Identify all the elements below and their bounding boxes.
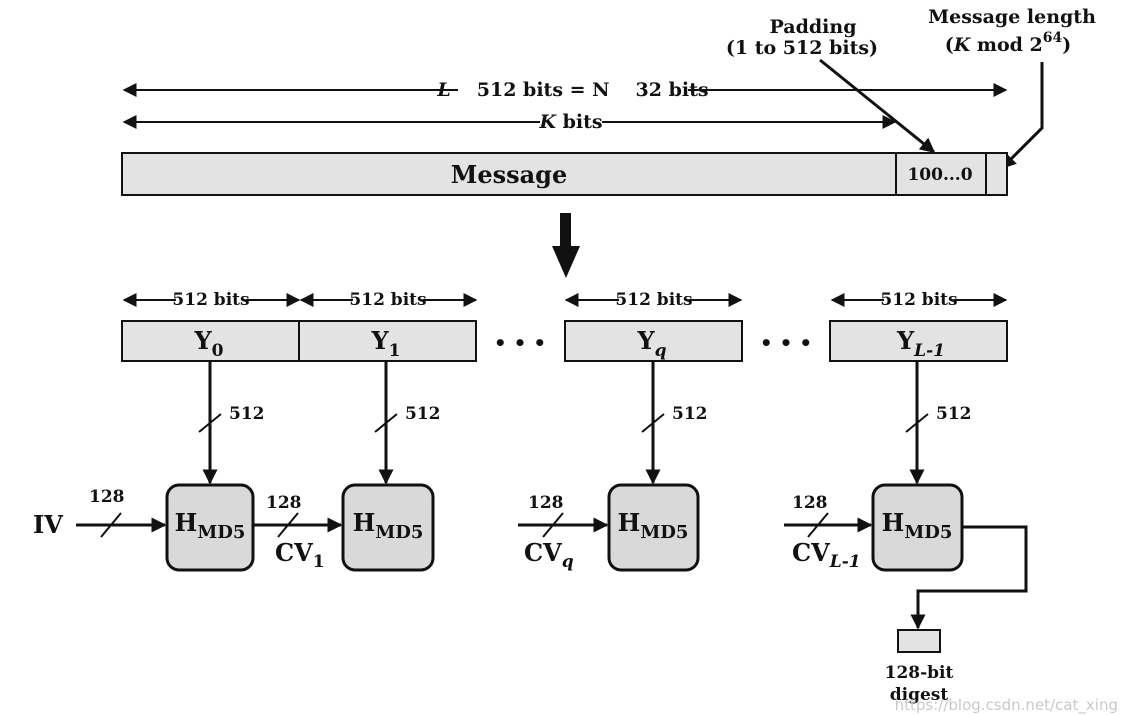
block-y0 bbox=[121, 320, 300, 362]
padding-title: Padding bbox=[770, 16, 857, 38]
bus-width-label: 128 bbox=[528, 493, 564, 513]
cv1-bus: 128 bbox=[253, 493, 343, 538]
block-label-ylast: YL-1 bbox=[896, 326, 945, 361]
block-ylast bbox=[829, 320, 1008, 362]
cvlast-label: CVL-1 bbox=[792, 538, 861, 572]
k-bits-label: K bits bbox=[538, 111, 602, 133]
k-bits-label-bg bbox=[540, 110, 602, 132]
bus-width-label: 512 bbox=[672, 404, 708, 424]
block-width-arrow-1: 512 bits bbox=[299, 290, 478, 310]
block-label-y1: Y1 bbox=[371, 326, 401, 361]
split-arrow-shaft bbox=[560, 213, 571, 251]
hmd5-box-q bbox=[607, 483, 700, 572]
bus-width-label: 128 bbox=[89, 487, 125, 507]
block-width-arrow-last: 512 bits bbox=[830, 290, 1008, 310]
hmd5-box-0 bbox=[165, 483, 255, 572]
ellipsis-2: • • • bbox=[760, 331, 812, 355]
message-bar bbox=[121, 152, 1008, 196]
block-width-label: 512 bits bbox=[615, 290, 692, 310]
digest-line1: 128-bit bbox=[885, 663, 954, 683]
hmd5-label: HMD5 bbox=[618, 508, 689, 543]
block-yq bbox=[564, 320, 743, 362]
watermark: https://blog.csdn.net/cat_xing bbox=[895, 696, 1118, 715]
bus-width-label: 512 bbox=[229, 404, 265, 424]
cvq-label: CVq bbox=[524, 538, 574, 572]
bus-width-label: 512 bbox=[405, 404, 441, 424]
bus-y1: 512 bbox=[374, 361, 441, 485]
block-label-y0: Y0 bbox=[194, 326, 224, 361]
block-label-yq: Yq bbox=[636, 326, 666, 361]
message-length-pointer-arrow bbox=[1000, 62, 1044, 170]
hmd5-label: HMD5 bbox=[882, 508, 953, 543]
bus-width-label: 512 bbox=[936, 404, 972, 424]
hmd5-label: HMD5 bbox=[353, 508, 424, 543]
message-label: Message bbox=[451, 160, 567, 189]
bus-yq: 512 bbox=[641, 361, 708, 485]
digest-box bbox=[897, 629, 941, 653]
cvq-bus: 128 bbox=[518, 493, 609, 538]
ellipsis-1: • • • bbox=[494, 331, 546, 355]
hmd5-box-1 bbox=[341, 483, 435, 572]
digest-line2: digest bbox=[890, 685, 949, 705]
message-length-title: Message length bbox=[928, 6, 1096, 28]
block-width-arrow-0: 512 bits bbox=[122, 290, 301, 310]
hmd5-label: HMD5 bbox=[175, 508, 246, 543]
message-length-formula: (K mod 264) bbox=[945, 30, 1072, 56]
bus-y0: 512 bbox=[198, 361, 265, 485]
padding-range: (1 to 512 bits) bbox=[726, 37, 878, 59]
iv-label: IV bbox=[33, 510, 63, 539]
block-width-label: 512 bits bbox=[172, 290, 249, 310]
bus-width-label: 128 bbox=[792, 493, 828, 513]
padding-content: 100...0 bbox=[907, 165, 972, 185]
block-y1 bbox=[298, 320, 477, 362]
cv1-label: CV1 bbox=[275, 538, 325, 572]
digest-output-arrow bbox=[910, 525, 1028, 630]
bus-ylast: 512 bbox=[905, 361, 972, 485]
block-width-label: 512 bits bbox=[349, 290, 426, 310]
block-width-arrow-q: 512 bits bbox=[564, 290, 743, 310]
cvlast-bus: 128 bbox=[784, 493, 873, 538]
block-width-label: 512 bits bbox=[880, 290, 957, 310]
split-arrow-head bbox=[552, 246, 580, 278]
padding-pointer-arrow bbox=[819, 58, 936, 154]
bus-width-label: 128 bbox=[266, 493, 302, 513]
total-length-label-bg bbox=[458, 78, 688, 100]
iv-bus: 128 bbox=[76, 487, 167, 538]
